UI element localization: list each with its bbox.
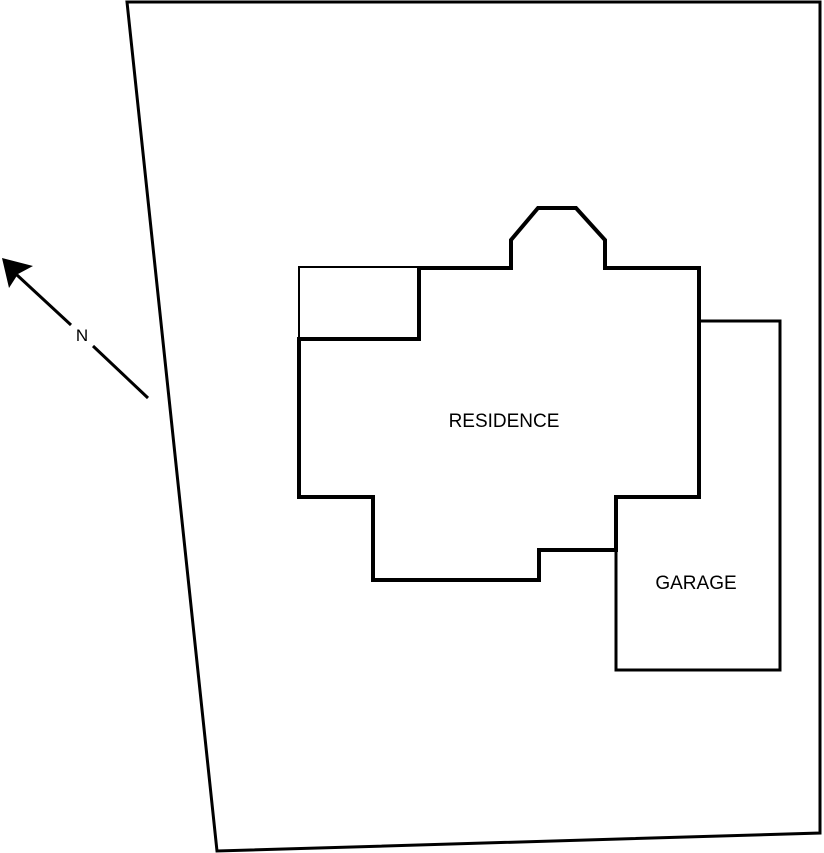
north-arrow-label: N bbox=[76, 326, 88, 345]
residence-annex bbox=[298, 266, 419, 339]
north-arrow-head bbox=[2, 258, 33, 288]
north-arrow-shaft-lower bbox=[91, 344, 150, 400]
residence-outline bbox=[297, 206, 701, 582]
property-boundary bbox=[125, 0, 822, 853]
garage-outline bbox=[614, 319, 782, 672]
north-arrow-shaft-upper bbox=[15, 273, 73, 327]
north-arrow-icon: N bbox=[2, 258, 150, 400]
residence-label: RESIDENCE bbox=[449, 411, 560, 432]
garage-label: GARAGE bbox=[655, 573, 736, 594]
